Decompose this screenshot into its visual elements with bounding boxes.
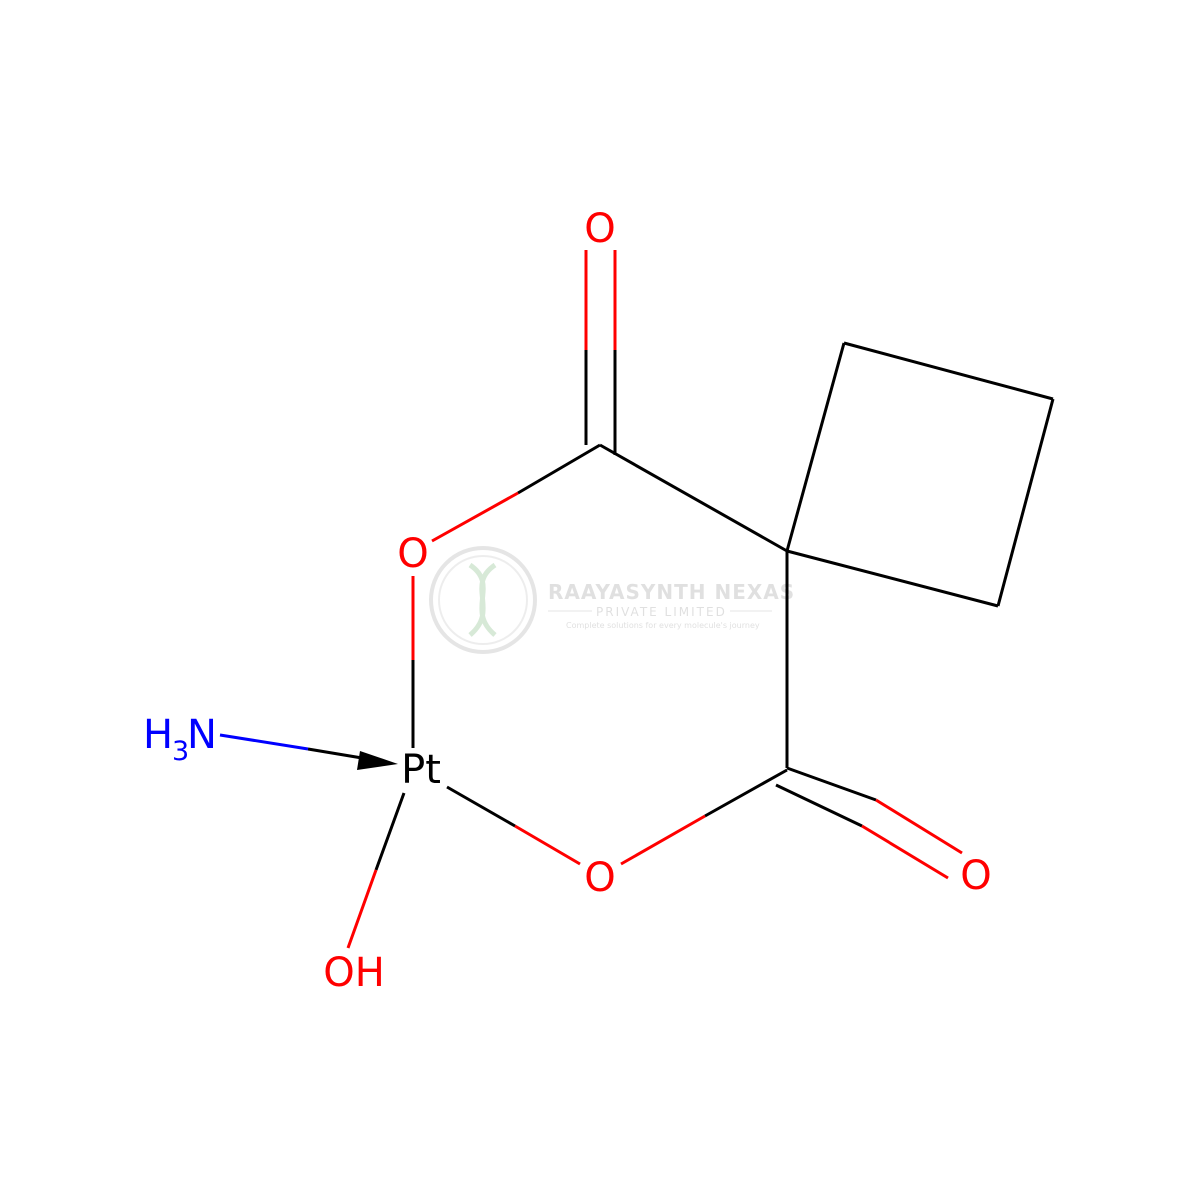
bond-c-top-o-upper-black — [517, 443, 601, 495]
bond-cb-4 — [786, 549, 999, 608]
bond-c-o-right-b-red — [861, 824, 949, 880]
atom-nh3-subscript: 3 — [172, 736, 189, 767]
bond-o-lower-pt-black — [446, 785, 516, 828]
atom-nh3: H 3 N — [143, 712, 217, 767]
bond-cb-3 — [996, 398, 1055, 607]
bond-c-top-o-upper-red — [431, 491, 519, 543]
atom-pt: Pt — [401, 747, 441, 793]
atom-oh: OH — [323, 950, 385, 996]
bond-cb-2 — [843, 341, 1054, 401]
atom-nh3-n: N — [187, 712, 217, 758]
bond-c-top-spiro — [599, 443, 788, 553]
atom-o-right: O — [960, 853, 991, 899]
bond-c-o-right-b-black — [775, 783, 863, 828]
bond-cb-1 — [785, 342, 846, 552]
dative-arrowhead — [357, 751, 398, 770]
bonds — [219, 250, 1055, 949]
bond-nh3-pt-blue — [219, 733, 309, 751]
watermark-subtitle: PRIVATE LIMITED — [596, 605, 727, 619]
bond-nh3-pt-black — [307, 747, 363, 760]
watermark: RAAYASYNTH NEXAS PRIVATE LIMITED Complet… — [429, 546, 795, 654]
atom-o-ring-lower: O — [584, 855, 615, 901]
atom-o-top: O — [584, 206, 615, 252]
bond-c-o-right-a-black — [786, 766, 877, 802]
bond-c-lower-o-lower-red — [620, 814, 706, 866]
watermark-dna-icon — [468, 562, 497, 637]
atom-labels: O O O O Pt OH H 3 N — [143, 206, 992, 996]
watermark-company: RAAYASYNTH NEXAS — [548, 580, 795, 604]
watermark-logo-inner-ring — [438, 555, 528, 645]
bond-pt-oh-red — [346, 869, 378, 949]
atom-nh3-h: H — [143, 712, 173, 758]
bond-pt-oh-black — [374, 792, 406, 871]
bond-c-o-right-a-red — [875, 798, 963, 855]
bond-c-lower-o-lower-black — [704, 768, 788, 818]
watermark-tagline: Complete solutions for every molecule's … — [566, 621, 760, 630]
watermark-logo-outer-ring — [429, 546, 537, 654]
bond-o-lower-pt-red — [514, 824, 581, 866]
atom-o-ring-upper: O — [397, 531, 428, 577]
